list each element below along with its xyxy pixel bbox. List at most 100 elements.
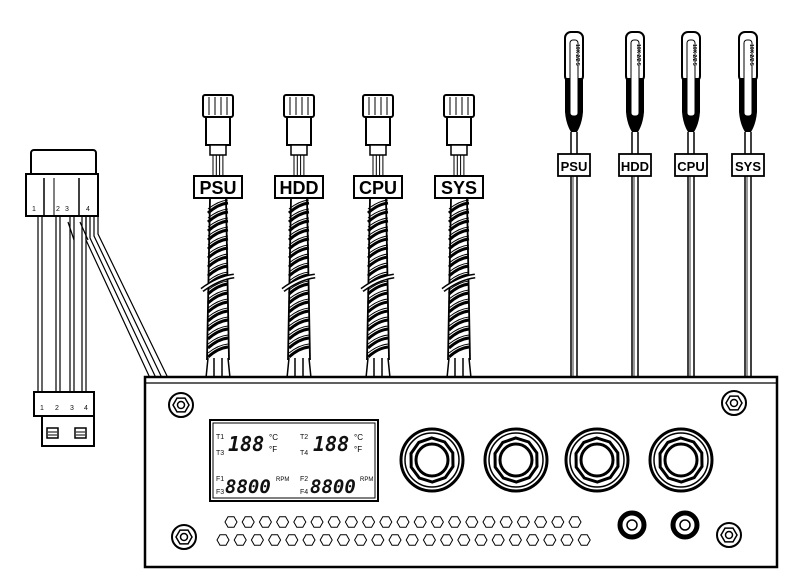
thermal-probe-1: 10K 2/2 5 PSU: [557, 31, 591, 378]
screw-icon: [171, 524, 197, 550]
vent-hole: [577, 534, 591, 546]
fan-cable-1: PSU: [193, 94, 243, 379]
panel-button-1[interactable]: [617, 510, 647, 540]
probe-label: CPU: [677, 159, 704, 174]
fan-plug: [283, 94, 315, 156]
vent-hole: [482, 516, 496, 528]
vent-hole: [508, 534, 522, 546]
lcd-label-f2: F2: [300, 476, 308, 483]
twisted-wire: [441, 197, 476, 379]
vent-hole: [499, 516, 513, 528]
vent-hole: [379, 516, 393, 528]
vent-hole: [336, 534, 350, 546]
probe-label-box: [618, 153, 652, 177]
screw-icon: [721, 390, 747, 416]
fan-plug: [362, 94, 394, 156]
vent-hole: [440, 534, 454, 546]
vent-hole: [216, 534, 230, 546]
vent-hole: [319, 534, 333, 546]
fan-cable-4: SYS: [434, 94, 484, 379]
vent-hole: [491, 534, 505, 546]
probe-label: HDD: [621, 159, 649, 174]
lcd-unit-c-right: °C: [354, 433, 363, 442]
probe-label-box: [674, 153, 708, 177]
vent-hole: [560, 534, 574, 546]
twisted-wire: [200, 197, 235, 379]
probe-tag: 10K 2/2 5: [691, 44, 697, 66]
probe-tag: 10K 2/2 5: [748, 44, 754, 66]
fan-cable-label: CPU: [359, 178, 397, 198]
vent-hole: [285, 534, 299, 546]
vent-hole: [465, 516, 479, 528]
vent-hole: [258, 516, 272, 528]
probe-sensor-tip: 10K 2/2 5: [564, 31, 584, 132]
lcd-label-t2: T2: [300, 434, 308, 441]
vent-hole: [396, 516, 410, 528]
lcd-unit-c-left: °C: [269, 433, 278, 442]
fan-cable-label: SYS: [441, 178, 477, 198]
vent-hole: [344, 516, 358, 528]
fan-cable-label: PSU: [199, 178, 236, 198]
twisted-wire: [281, 197, 316, 379]
vent-hole: [293, 516, 307, 528]
fan-cable-3: CPU: [353, 94, 403, 379]
fan-speed-knobs: [399, 427, 714, 493]
header-pin-2: 2: [55, 405, 59, 412]
lcd-label-t3: T3: [216, 450, 224, 457]
vent-hole: [310, 516, 324, 528]
fan-cable-2: HDD: [274, 94, 324, 379]
vent-hole: [474, 534, 488, 546]
vent-hole: [526, 534, 540, 546]
lcd-label-f4: F4: [300, 489, 308, 496]
lcd-unit-f-right: °F: [354, 445, 362, 454]
fan-cable-label: HDD: [280, 178, 319, 198]
lcd-temp-right: 188: [313, 432, 349, 456]
vent-hole: [448, 516, 462, 528]
vent-hole: [430, 516, 444, 528]
fan-speed-knob-1[interactable]: [399, 427, 465, 493]
lcd-label-t1: T1: [216, 434, 224, 441]
vent-hole: [327, 516, 341, 528]
fan-cable-label-box: [193, 175, 243, 199]
probe-tag: 10K 2/2 5: [574, 44, 580, 66]
vent-hole: [422, 534, 436, 546]
panel-screws: [168, 390, 747, 550]
thermal-probe-3: 10K 2/2 5 CPU: [674, 31, 708, 378]
pin-label-2: 2: [56, 206, 60, 213]
vent-hole: [241, 516, 255, 528]
fan-cables: PSU HDD CPU SYS: [193, 94, 484, 379]
lcd-rpm-right: 8800: [310, 476, 356, 498]
panel-button-2[interactable]: [670, 510, 700, 540]
pin-label-4: 4: [86, 206, 90, 213]
probe-tag: 10K 2/2 5: [635, 44, 641, 66]
screw-icon: [168, 392, 194, 418]
probe-sensor-tip: 10K 2/2 5: [625, 31, 645, 132]
fan-speed-knob-4[interactable]: [648, 427, 714, 493]
vent-hole: [362, 516, 376, 528]
vent-grille: [216, 516, 591, 546]
lcd-rpm-left: 8800: [225, 476, 271, 498]
lcd-rpm-unit-right: RPM: [360, 477, 373, 483]
probe-label: PSU: [561, 159, 588, 174]
vent-hole: [551, 516, 565, 528]
fan-speed-knob-2[interactable]: [483, 427, 549, 493]
molex-connector: 1 2 3 4: [25, 149, 99, 217]
vent-hole: [413, 516, 427, 528]
vent-hole: [568, 516, 582, 528]
twisted-wire: [360, 197, 395, 379]
fan-speed-knob-3[interactable]: [564, 427, 630, 493]
vent-hole: [268, 534, 282, 546]
vent-hole: [233, 534, 247, 546]
header-pin-1: 1: [40, 405, 44, 412]
header-pin-4: 4: [84, 405, 88, 412]
fan-cable-label-box: [353, 175, 403, 199]
fan-plug: [443, 94, 475, 156]
lcd-label-f1: F1: [216, 476, 224, 483]
lcd-unit-f-left: °F: [269, 445, 277, 454]
lcd-label-f3: F3: [216, 489, 224, 496]
vent-hole: [224, 516, 238, 528]
vent-hole: [405, 534, 419, 546]
